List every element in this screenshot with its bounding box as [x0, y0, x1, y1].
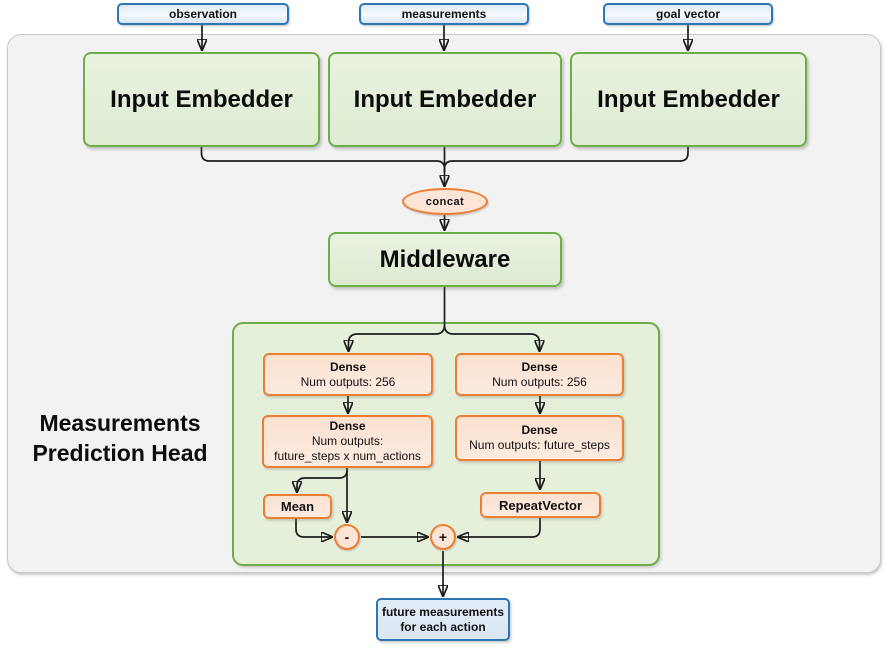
input-embedder-box-3: Input Embedder	[570, 52, 807, 147]
input-embedder-box-2: Input Embedder	[328, 52, 562, 147]
output-label-line2: for each action	[400, 619, 486, 634]
mean-box: Mean	[263, 494, 332, 519]
dense-detail: Num outputs: 256	[492, 374, 587, 389]
input-embedder-box-1: Input Embedder	[83, 52, 320, 147]
repeat-vector-box: RepeatVector	[480, 492, 601, 518]
dense-left-top-box: Dense Num outputs: 256	[263, 353, 433, 396]
output-label-box: future measurements for each action	[376, 598, 510, 641]
middleware-box: Middleware	[328, 232, 562, 287]
prediction-head-title-line2: Prediction Head	[32, 440, 208, 466]
input-label-observation: observation	[117, 3, 289, 25]
dense-detail-line1: Num outputs:	[311, 434, 384, 448]
dense-detail: Num outputs: 256	[300, 374, 396, 389]
input-label-goal-vector: goal vector	[603, 3, 773, 25]
dense-right-top-box: Dense Num outputs: 256	[455, 353, 624, 396]
prediction-head-title-line1: Measurements	[39, 410, 201, 436]
prediction-head-title: Measurements Prediction Head	[18, 408, 222, 468]
input-label-measurements: measurements	[359, 3, 529, 25]
dense-detail-line2: future_steps x num_actions	[274, 449, 421, 463]
dense-title: Dense	[329, 419, 366, 433]
dense-left-bottom-box: Dense Num outputs: future_steps x num_ac…	[262, 415, 433, 468]
concat-node: concat	[402, 188, 488, 215]
dense-title: Dense	[329, 359, 367, 374]
dense-right-bottom-box: Dense Num outputs: future_steps	[455, 415, 624, 461]
dense-title: Dense	[521, 423, 558, 437]
dense-detail: Num outputs: future_steps	[469, 438, 610, 452]
add-operator-node: +	[430, 524, 456, 550]
dense-title: Dense	[521, 359, 558, 374]
output-label-line1: future measurements	[381, 604, 505, 619]
subtract-operator-node: -	[334, 524, 360, 550]
